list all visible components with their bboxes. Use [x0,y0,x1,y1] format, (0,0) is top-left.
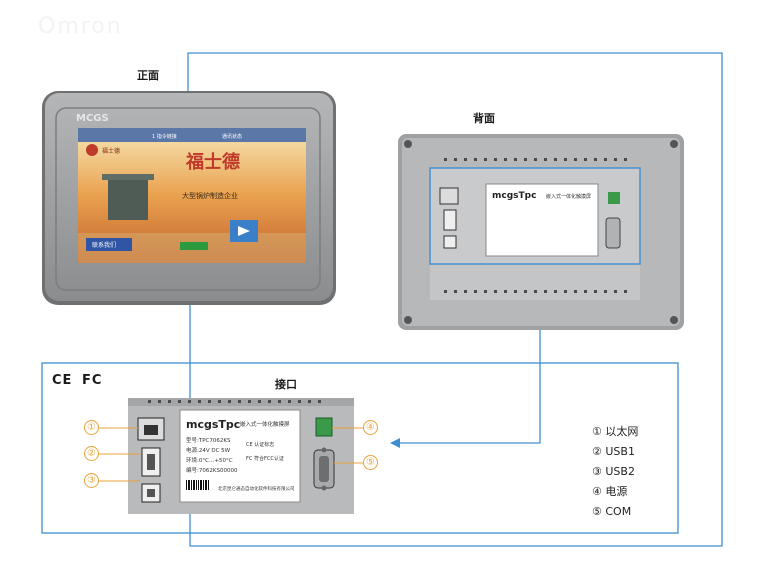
label-product: 嵌入式一体化触摸屏 [240,420,290,428]
callout-1: ① [84,420,99,435]
legend-item-usb2: ③ USB2 [592,465,635,478]
interface-closeup: mcgsTpc 嵌入式一体化触摸屏 型号:TPC7062KS 电源:24V DC… [128,398,354,514]
screen-subheading: 大型锅炉制造企业 [182,191,238,200]
back-label-brand: mcgsTpc [492,191,536,201]
label-line-2: 电源:24V DC 5W [186,446,231,454]
interface-view-title: 接口 [275,378,297,391]
watermark: Omron [38,14,123,39]
screen-contact-button: 联系我们 [92,241,116,249]
screen-tab-1: 1 指令链接 [152,133,177,140]
screen-logo-text: 福士德 [102,147,120,155]
brand-mark: MCGS [76,113,109,124]
label-line-3: 环境:0°C…+50°C [186,456,233,464]
label-brand: mcgsTpc [186,418,240,431]
port-legend: ① 以太网 ② USB1 ③ USB2 ④ 电源 ⑤ COM [592,422,638,522]
front-panel-device: MCGS 福士德 1 指令链接 通讯状态 福士德 大型锅炉制造企业 联系我们 [42,91,336,305]
ce-mark: CE [52,373,73,388]
legend-item-usb1: ② USB1 [592,445,635,458]
label-mark-1: CE 认证标志 [246,441,274,448]
legend-item-ethernet: ① 以太网 [592,425,639,438]
legend-item-com: ⑤ COM [592,505,632,518]
label-footer: 北京昆仑通态自动化软件科技有限公司 [218,485,295,492]
callout-4: ④ [363,420,378,435]
label-mark-2: FC 符合FCC认证 [246,455,284,462]
back-panel-device: mcgsTpc 嵌入式一体化触摸屏 [398,134,684,330]
fc-mark: FC [82,373,103,388]
back-view-title: 背面 [473,112,495,125]
screen-tab-2: 通讯状态 [222,133,242,140]
screen-heading: 福士德 [185,151,240,173]
label-line-4: 编号:7062KS00000 [186,466,238,474]
legend-item-power: ④ 电源 [592,485,628,498]
callout-2: ② [84,446,99,461]
callout-3: ③ [84,473,99,488]
back-label-product: 嵌入式一体化触摸屏 [546,193,591,200]
callout-5: ⑤ [363,455,378,470]
label-line-1: 型号:TPC7062KS [186,436,231,444]
front-view-title: 正面 [137,69,159,82]
